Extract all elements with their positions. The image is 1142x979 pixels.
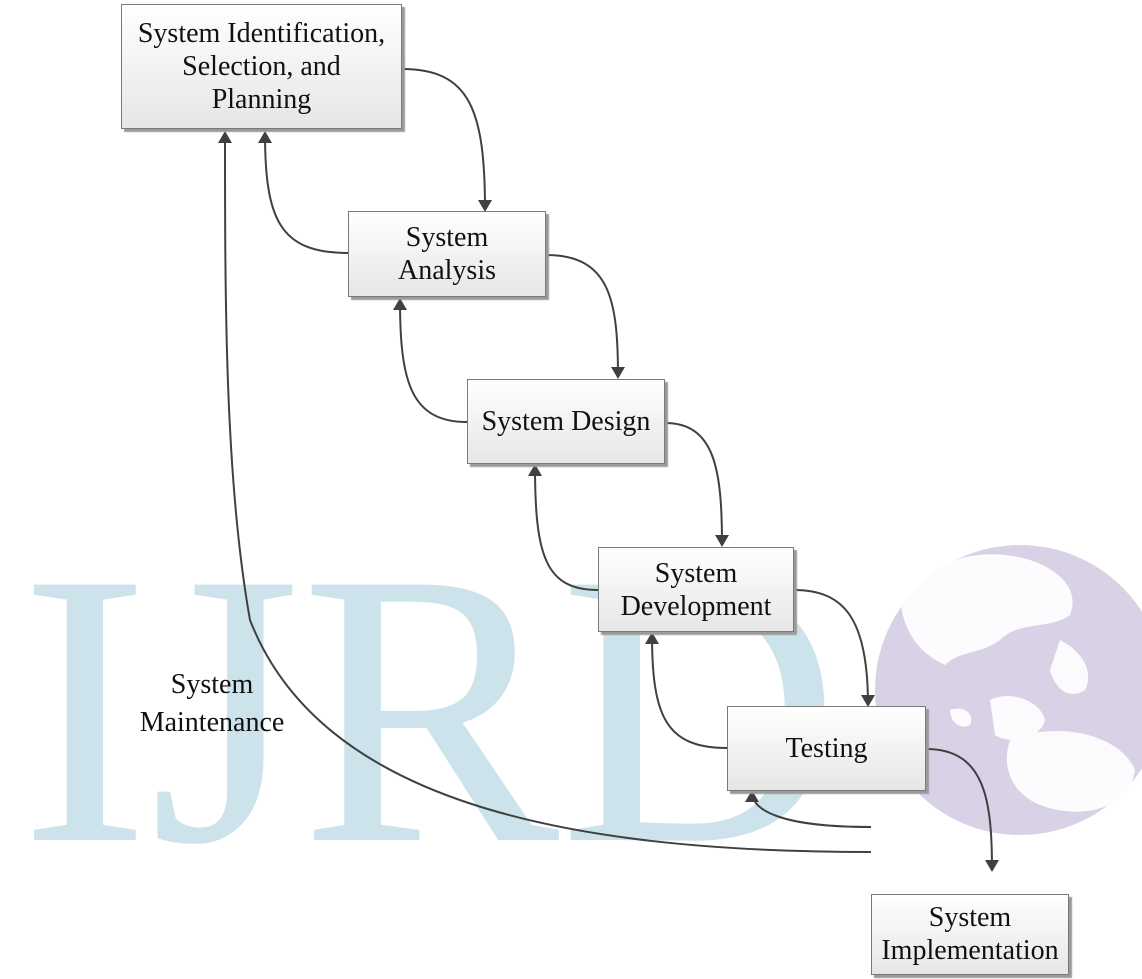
phase-box-planning: System Identification, Selection, and Pl… [121, 4, 402, 129]
phase-planning-line-2: Selection, and [182, 51, 341, 82]
phase-box-testing: Testing [727, 706, 926, 791]
maintenance-label-line-1: System [170, 669, 254, 700]
phase-box-development: System Development [598, 547, 794, 632]
arrow-analysis-to-design [545, 254, 625, 379]
phase-analysis-line-1: System [405, 222, 489, 253]
phase-analysis-line-2: Analysis [398, 255, 496, 286]
arrow-analysis-to-planning [258, 131, 349, 254]
maintenance-label: System Maintenance [132, 666, 292, 742]
phase-development-line-1: System [654, 557, 738, 589]
phase-planning-line-1: System Identification, [137, 18, 386, 49]
maintenance-label-line-2: Maintenance [139, 707, 285, 738]
arrow-design-to-analysis [393, 298, 468, 423]
phase-planning-line-3: Planning [211, 84, 312, 115]
phase-implementation-line-2: Implementation [881, 935, 1059, 966]
arrow-testing-to-development [645, 632, 728, 749]
arrow-testing-to-implementation [925, 748, 999, 872]
arrow-planning-to-analysis [401, 68, 492, 212]
phase-box-analysis: System Analysis [348, 211, 546, 297]
phase-development-line-2: Development [620, 590, 772, 622]
phase-design-line-1: System Design [481, 406, 651, 437]
phase-implementation-line-1: System [928, 902, 1012, 933]
phase-box-design: System Design [467, 379, 665, 464]
phase-box-implementation: System Implementation [871, 894, 1069, 975]
phase-testing-line-1: Testing [785, 733, 868, 764]
arrow-development-to-design [528, 464, 599, 591]
globe-watermark-icon [875, 545, 1142, 835]
arrow-maintenance-to-planning [218, 131, 872, 853]
arrow-design-to-development [664, 422, 729, 547]
arrow-development-to-testing [793, 589, 875, 707]
arrow-implementation-to-testing [745, 790, 872, 828]
